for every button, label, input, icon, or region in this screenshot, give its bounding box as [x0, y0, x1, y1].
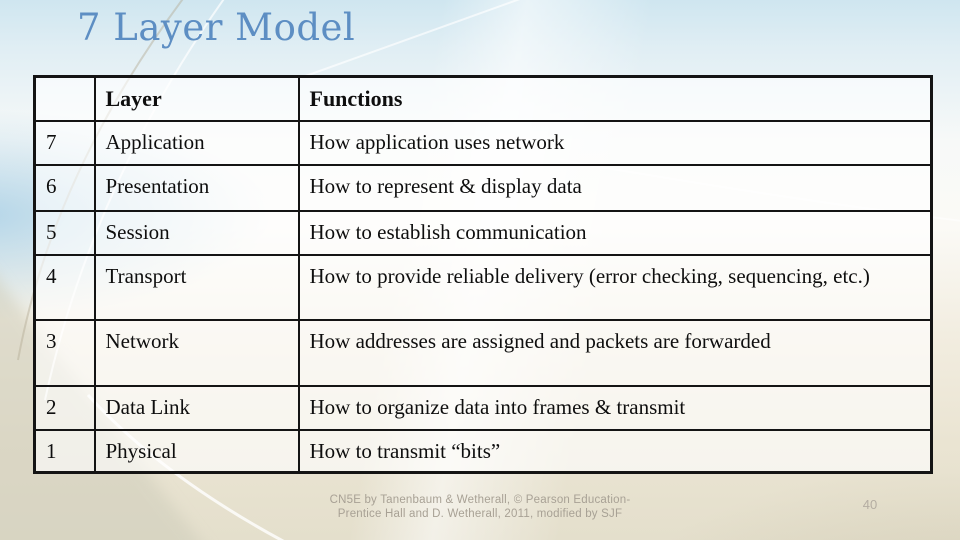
layer-name: Application — [93, 119, 300, 166]
layer-function: How to provide reliable delivery (error … — [297, 253, 933, 321]
layer-name: Data Link — [93, 384, 300, 431]
layer-number: 5 — [33, 209, 96, 256]
layer-number: 4 — [33, 253, 96, 321]
layer-function: How to transmit “bits” — [297, 428, 933, 474]
layer-name: Presentation — [93, 163, 300, 212]
layer-number: 3 — [33, 318, 96, 387]
table-row: 2 Data Link How to organize data into fr… — [33, 384, 933, 431]
layer-function: How to organize data into frames & trans… — [297, 384, 933, 431]
footer-line-1: CN5E by Tanenbaum & Wetherall, © Pearson… — [329, 494, 631, 506]
layer-number: 2 — [33, 384, 96, 431]
layer-function: How addresses are assigned and packets a… — [297, 318, 933, 387]
table-row: 7 Application How application uses netwo… — [33, 119, 933, 166]
header-functions-cell: Functions — [297, 75, 933, 122]
page-number: 40 — [862, 497, 878, 512]
layer-function: How to represent & display data — [297, 163, 933, 212]
layer-name: Transport — [93, 253, 300, 321]
layer-name: Session — [93, 209, 300, 256]
layer-number: 7 — [33, 119, 96, 166]
diagonal-line — [299, 0, 521, 79]
table-row: 1 Physical How to transmit “bits” — [33, 428, 933, 474]
header-number-cell — [33, 75, 96, 122]
table-row: 5 Session How to establish communication — [33, 209, 933, 256]
layer-name: Network — [93, 318, 300, 387]
table-row: 6 Presentation How to represent & displa… — [33, 163, 933, 212]
table-header-row: Layer Functions — [33, 75, 933, 122]
layer-function: How application uses network — [297, 119, 933, 166]
layer-number: 6 — [33, 163, 96, 212]
osi-layer-table: Layer Functions 7 Application How applic… — [33, 75, 933, 474]
layer-number: 1 — [33, 428, 96, 474]
header-layer-cell: Layer — [93, 75, 300, 122]
slide-title: 7 Layer Model — [77, 6, 356, 49]
table-row: 4 Transport How to provide reliable deli… — [33, 253, 933, 321]
footer-line-2: Prentice Hall and D. Wetherall, 2011, mo… — [337, 508, 623, 520]
layer-name: Physical — [93, 428, 300, 474]
slide-footer: CN5E by Tanenbaum & Wetherall, © Pearson… — [0, 493, 960, 521]
table-row: 3 Network How addresses are assigned and… — [33, 318, 933, 387]
layer-function: How to establish communication — [297, 209, 933, 256]
